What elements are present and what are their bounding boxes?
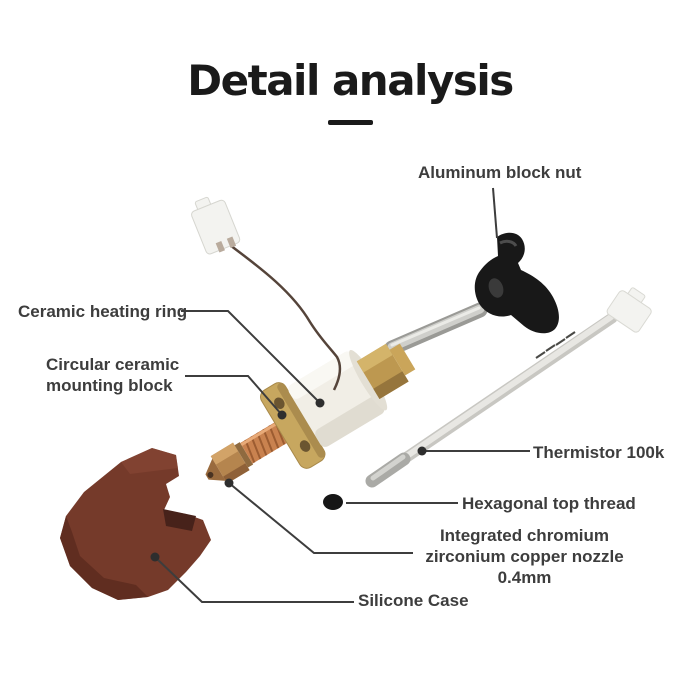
- callout-dot-silicone-case: [150, 552, 160, 562]
- silicone-case-body: [60, 448, 211, 600]
- thermistor-tip-highlight: [370, 454, 406, 481]
- brass-hex-facet-bottom: [373, 371, 409, 400]
- heater-wire: [225, 241, 342, 391]
- thermistor-plug-body: [606, 290, 652, 333]
- hexagonal-top-thread-part: [323, 494, 343, 510]
- aluminum-nut-body: [474, 232, 559, 334]
- hotend-assembly: [205, 343, 416, 484]
- callout-dot-mounting-block: [277, 410, 287, 420]
- brass-hex-facet-top: [356, 343, 393, 373]
- label-circular-ceramic-mounting-block: Circular ceramic mounting block: [46, 355, 180, 395]
- aluminum-block-nut-part: [474, 232, 559, 334]
- callout-line-ceramic-heating-ring: [181, 310, 321, 404]
- callout-line-aluminum-block-nut: [492, 187, 498, 239]
- nozzle-orifice: [207, 471, 214, 478]
- callout-line-nozzle: [228, 482, 413, 554]
- label-integrated-nozzle: Integrated chromium zirconium copper noz…: [425, 526, 624, 587]
- aluminum-nut-bore: [488, 278, 504, 298]
- thermistor-markings: [535, 331, 576, 359]
- mounting-plate-hole-top: [274, 397, 285, 409]
- silicone-case-notch: [163, 509, 196, 531]
- nozzle-hex-facet-top: [210, 442, 239, 465]
- thermistor-part: [365, 287, 652, 488]
- callout-dots: [150, 398, 427, 562]
- plug-pin-right: [226, 236, 237, 249]
- nozzle-lock-ring: [234, 442, 254, 468]
- silicone-case-part: [60, 448, 211, 600]
- aluminum-nut-highlight: [499, 239, 518, 247]
- mounting-plate-edge: [277, 382, 326, 458]
- label-aluminum-block-nut: Aluminum block nut: [418, 163, 582, 182]
- thread-highlight: [240, 421, 279, 447]
- page-title: Detail analysis: [187, 56, 514, 105]
- silicone-case-shadow: [60, 516, 148, 600]
- brass-collar: [389, 343, 416, 376]
- callout-line-silicone-case: [154, 556, 354, 603]
- heater-connector-plug: [191, 196, 241, 255]
- ceramic-shade: [315, 396, 385, 447]
- callout-line-mounting-block: [185, 375, 283, 416]
- nozzle-hex-facet-bottom: [223, 463, 250, 484]
- thermistor-connector-plug: [606, 287, 652, 333]
- plug-pin-left: [215, 240, 225, 253]
- callout-dot-nozzle: [224, 478, 234, 488]
- thread-ridges: [244, 421, 286, 463]
- label-thermistor-100k: Thermistor 100k: [533, 443, 665, 462]
- thermistor-shaft-inner: [401, 314, 614, 461]
- label-hexagonal-top-thread: Hexagonal top thread: [462, 494, 636, 513]
- title-underline: [328, 120, 373, 125]
- silicone-case-highlight: [121, 448, 178, 474]
- label-silicone-case: Silicone Case: [358, 591, 469, 610]
- callout-dot-thermistor: [417, 446, 427, 456]
- copper-thread-section: [240, 421, 289, 464]
- callout-lines: [154, 187, 530, 603]
- callout-dot-ceramic-heating-ring: [315, 398, 325, 408]
- heater-cartridge-rod: [384, 302, 488, 356]
- label-ceramic-heating-ring: Ceramic heating ring: [18, 302, 188, 321]
- mounting-plate-hole-bottom: [299, 440, 311, 452]
